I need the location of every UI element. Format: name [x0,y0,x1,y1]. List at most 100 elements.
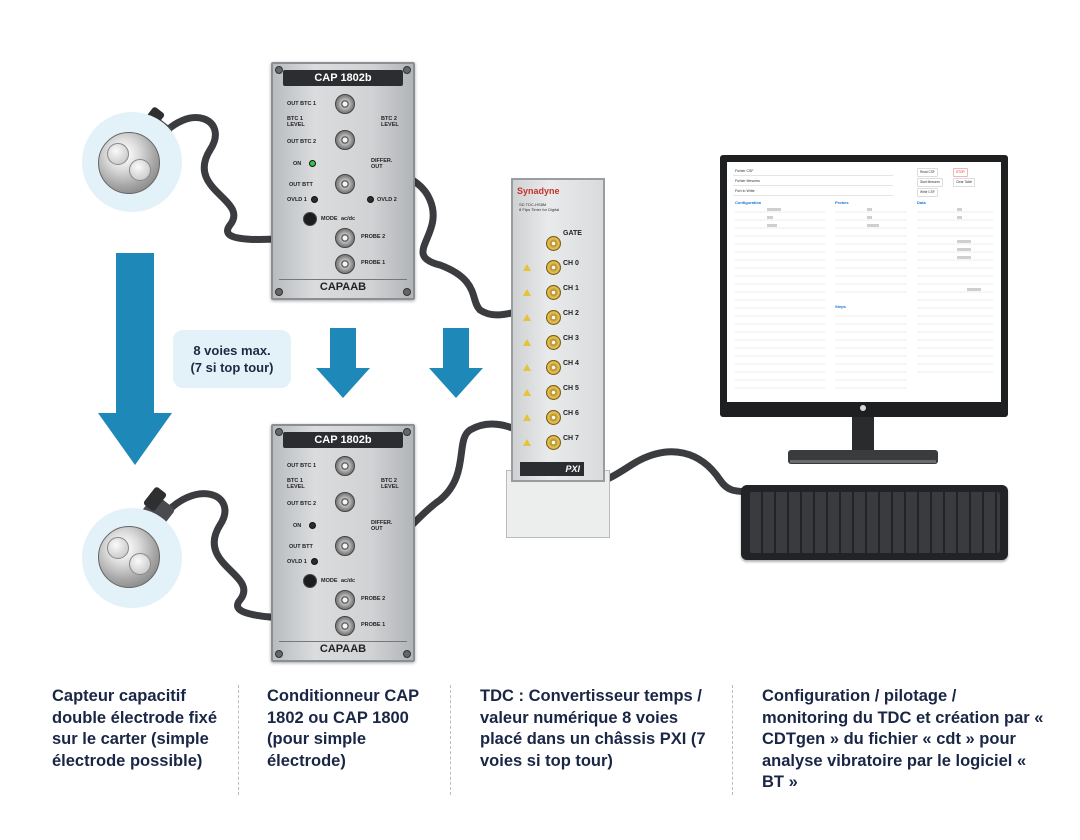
field-write-label: Fich to Write [735,189,755,193]
caption-conditioner: Conditionneur CAP 1802 ou CAP 1800 (pour… [267,687,419,770]
electrode-1 [107,143,129,165]
label-on: ON [293,523,302,529]
warning-icon [523,289,531,296]
label-ch4: CH 4 [563,360,579,367]
label-btc2-level: BTC 2 LEVEL [381,116,399,128]
sma-ch5 [546,385,561,400]
screw-icon [403,66,411,74]
bnc-out-btt [335,536,355,556]
caption-divider [238,685,239,795]
bnc-probe1 [335,254,355,274]
sma-ch3 [546,335,561,350]
stop-button[interactable]: STOP [953,168,968,177]
sma-ch4 [546,360,561,375]
label-out-btt: OUT BTT [289,544,313,550]
label-differ-out: DIFFER. OUT [371,158,393,170]
screw-icon [403,288,411,296]
label-out-btc1: OUT BTC 1 [287,101,317,107]
screw-icon [275,288,283,296]
label-btc1-level: BTC 1 LEVEL [287,116,305,128]
write-csf-button[interactable]: Write CSF [917,188,938,197]
mode-switch [303,574,317,588]
sma-ch0 [546,260,561,275]
tdc-subtitle: SD TDC-HS8M 8 Ftps Timer for Digital [519,202,560,212]
caption-sensor: Capteur capacitif double électrode fixé … [52,687,218,770]
sma-ch6 [546,410,561,425]
caption-divider [450,685,451,795]
channel-note: 8 voies max. (7 si top tour) [173,330,291,388]
warning-icon [523,439,531,446]
screen-form-lines [735,208,993,389]
caption-tdc: TDC : Convertisseur temps / valeur numér… [480,687,706,770]
field-csf[interactable]: Fichier CSF [733,168,893,176]
field-mesures-label: Fichier Mesures [735,179,760,183]
warning-icon [523,339,531,346]
screw-icon [275,428,283,436]
read-csf-button[interactable]: Read CSF [917,168,938,177]
arrow-middle-down [316,328,370,398]
screw-icon [275,66,283,74]
field-mesures[interactable]: Fichier Mesures [733,178,893,186]
module-footer: CAPAAB [279,641,407,656]
label-ch5: CH 5 [563,385,579,392]
note-line-2: (7 si top tour) [190,360,274,375]
led-on [309,522,316,529]
module-title: CAP 1802b [283,432,403,448]
field-write[interactable]: Fich to Write [733,188,893,196]
led-on [309,160,316,167]
sensor-bottom [98,526,160,588]
monitor-screen: Fichier CSF Fichier Mesures Fich to Writ… [727,162,1001,402]
label-mode: MODE [321,578,338,584]
section-steps: Steps [835,304,846,309]
label-probe1: PROBE 1 [361,622,386,628]
label-ch1: CH 1 [563,285,579,292]
label-out-btc2: OUT BTC 2 [287,139,317,145]
tdc-card: Synadyne SD TDC-HS8M 8 Ftps Timer for Di… [511,178,605,482]
label-ovld1: OVLD 1 [287,197,307,203]
sensor-top [98,132,160,194]
field-csf-label: Fichier CSF [735,169,754,173]
label-ch6: CH 6 [563,410,579,417]
caption-divider [732,685,733,795]
bnc-probe2 [335,590,355,610]
warning-icon [523,264,531,271]
label-mode: MODE [321,216,338,222]
bnc-out-btc1 [335,456,355,476]
label-ch3: CH 3 [563,335,579,342]
label-on: ON [293,161,302,167]
warning-icon [523,389,531,396]
electrode-1 [107,537,129,559]
arrow-left-down [98,253,172,465]
label-probe2: PROBE 2 [361,596,386,602]
label-probe1: PROBE 1 [361,260,386,266]
screw-icon [403,650,411,658]
sma-ch1 [546,285,561,300]
label-btc1-level: BTC 1 LEVEL [287,478,305,490]
label-out-btc1: OUT BTC 1 [287,463,317,469]
section-data: Data [917,200,926,205]
warning-icon [523,364,531,371]
conditioner-module-top: CAP 1802b OUT BTC 1 BTC 1 LEVEL BTC 2 LE… [271,62,415,300]
bnc-probe2 [335,228,355,248]
label-ovld1: OVLD 1 [287,559,307,565]
clear-table-button[interactable]: Clear Table [953,178,976,187]
screw-icon [403,428,411,436]
note-line-1: 8 voies max. [193,343,271,358]
arrow-tdc-down [429,328,483,398]
label-ch7: CH 7 [563,435,579,442]
bnc-out-btt [335,174,355,194]
warning-icon [523,314,531,321]
mode-switch [303,212,317,226]
module-footer: CAPAAB [279,279,407,294]
bnc-out-btc1 [335,94,355,114]
bnc-out-btc2 [335,492,355,512]
module-title: CAP 1802b [283,70,403,86]
caption-pc: Configuration / pilotage / monitoring du… [762,687,1044,791]
monitor-stand [788,415,938,464]
label-ch2: CH 2 [563,310,579,317]
sma-gate [546,236,561,251]
screw-icon [275,650,283,658]
start-mesures-button[interactable]: Start Mesures [917,178,943,187]
warning-icon [523,414,531,421]
label-mode-value: ac/dc [341,216,356,222]
